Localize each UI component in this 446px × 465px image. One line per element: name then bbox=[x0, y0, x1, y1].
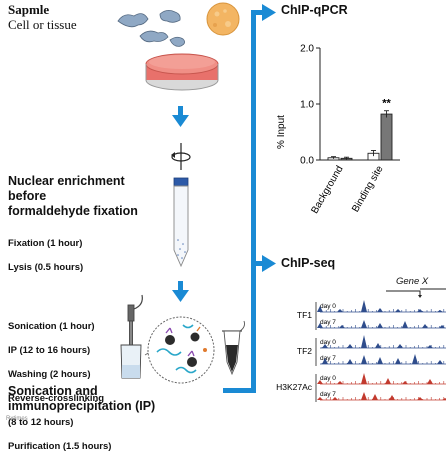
track-peak bbox=[339, 325, 345, 328]
qpcr-significance: ** bbox=[382, 98, 391, 110]
qpcr-x-tick-label: Binding site bbox=[350, 164, 386, 215]
track-peak bbox=[361, 320, 367, 328]
track-group: TF1 day 0 day 7 TF2 day 0 day 7 H3K27Ac day 0 da… bbox=[276, 300, 446, 402]
track-peak bbox=[402, 381, 408, 384]
track-peak bbox=[377, 357, 383, 364]
qpcr-x-tick-label: Background bbox=[309, 164, 345, 216]
track-peak bbox=[437, 360, 443, 364]
track-peak bbox=[317, 323, 323, 328]
ip-magnified-circle bbox=[147, 316, 215, 384]
track-peak bbox=[317, 306, 323, 312]
track-peak bbox=[361, 373, 367, 384]
rotation-icon bbox=[171, 143, 191, 170]
track-peak bbox=[422, 324, 428, 328]
sonicator-icon bbox=[120, 294, 143, 379]
qpcr-y-tick-label: 2.0 bbox=[300, 44, 314, 55]
track-peak bbox=[337, 381, 343, 384]
track-peak bbox=[361, 335, 367, 348]
track-peak bbox=[317, 397, 323, 400]
track-peak bbox=[427, 379, 433, 384]
watermark: Rxtimes bbox=[6, 416, 28, 422]
nuclear-enrichment-steps: Fixation (1 hour) Lysis (0.5 hours) bbox=[8, 238, 84, 273]
track-peak bbox=[389, 395, 395, 400]
qpcr-bar bbox=[380, 113, 393, 161]
track-peak bbox=[395, 309, 401, 312]
track-peak bbox=[427, 345, 433, 348]
gene-label: Gene X bbox=[396, 276, 429, 287]
track-day-label: day 0 bbox=[320, 339, 336, 346]
track-peak bbox=[317, 380, 323, 384]
track-peak bbox=[395, 358, 401, 364]
chip-seq-title: ChIP-seq bbox=[281, 256, 336, 270]
qpcr-y-tick-label: 0.0 bbox=[300, 156, 314, 167]
track-peak bbox=[375, 343, 381, 348]
track-peak bbox=[417, 397, 423, 400]
track-name: TF1 bbox=[297, 310, 312, 320]
track-peak bbox=[377, 308, 383, 312]
diagram-canvas bbox=[117, 2, 276, 393]
sample-title: Sapmle bbox=[8, 2, 50, 17]
cells-icon bbox=[117, 10, 185, 47]
qpcr-ylabel: % Input bbox=[276, 115, 287, 149]
nuclear-enrichment-title: Nuclear enrichment before formaldehyde f… bbox=[8, 174, 138, 218]
track-name: TF2 bbox=[297, 346, 312, 356]
track-peak bbox=[385, 378, 391, 384]
track-peak bbox=[437, 310, 443, 312]
tissue-icon bbox=[206, 2, 240, 36]
sample-tube-icon bbox=[222, 320, 245, 376]
track-peak bbox=[347, 344, 353, 348]
track-peak bbox=[347, 359, 353, 364]
qpcr-y-tick-label: 1.0 bbox=[300, 100, 314, 111]
petri-dish-icon bbox=[145, 53, 219, 91]
track-day-label: day 7 bbox=[320, 319, 336, 326]
track-peak bbox=[402, 321, 408, 328]
down-arrow-2 bbox=[172, 281, 189, 302]
track-peak bbox=[412, 354, 418, 364]
track-day-label: day 7 bbox=[320, 391, 336, 398]
track-peak bbox=[372, 394, 378, 400]
track-peak bbox=[361, 392, 367, 400]
track-peak bbox=[337, 309, 343, 312]
chip-qpcr-title: ChIP-qPCR bbox=[281, 3, 348, 17]
gene-model bbox=[386, 288, 446, 298]
chip-seq-tracks: TF1 day 0 day 7 TF2 day 0 day 7 H3K27Ac day 0 da… bbox=[276, 288, 446, 402]
centrifuge-tube-icon bbox=[173, 177, 189, 268]
track-day-label: day 0 bbox=[320, 375, 336, 382]
track-peak bbox=[361, 300, 367, 312]
track-peak bbox=[332, 397, 338, 400]
track-peak bbox=[361, 355, 367, 364]
flow-connector bbox=[223, 4, 276, 393]
track-peak bbox=[417, 309, 423, 312]
sample-subtitle: Cell or tissue bbox=[8, 17, 77, 32]
down-arrow-1 bbox=[172, 106, 189, 127]
sonication-title: Sonication and immunoprecipitation (IP) bbox=[8, 384, 156, 413]
track-day-label: day 7 bbox=[320, 355, 336, 362]
track-name: H3K27Ac bbox=[276, 382, 313, 392]
qpcr-bars bbox=[327, 110, 393, 161]
track-day-label: day 0 bbox=[320, 303, 336, 310]
track-peak bbox=[377, 323, 383, 328]
